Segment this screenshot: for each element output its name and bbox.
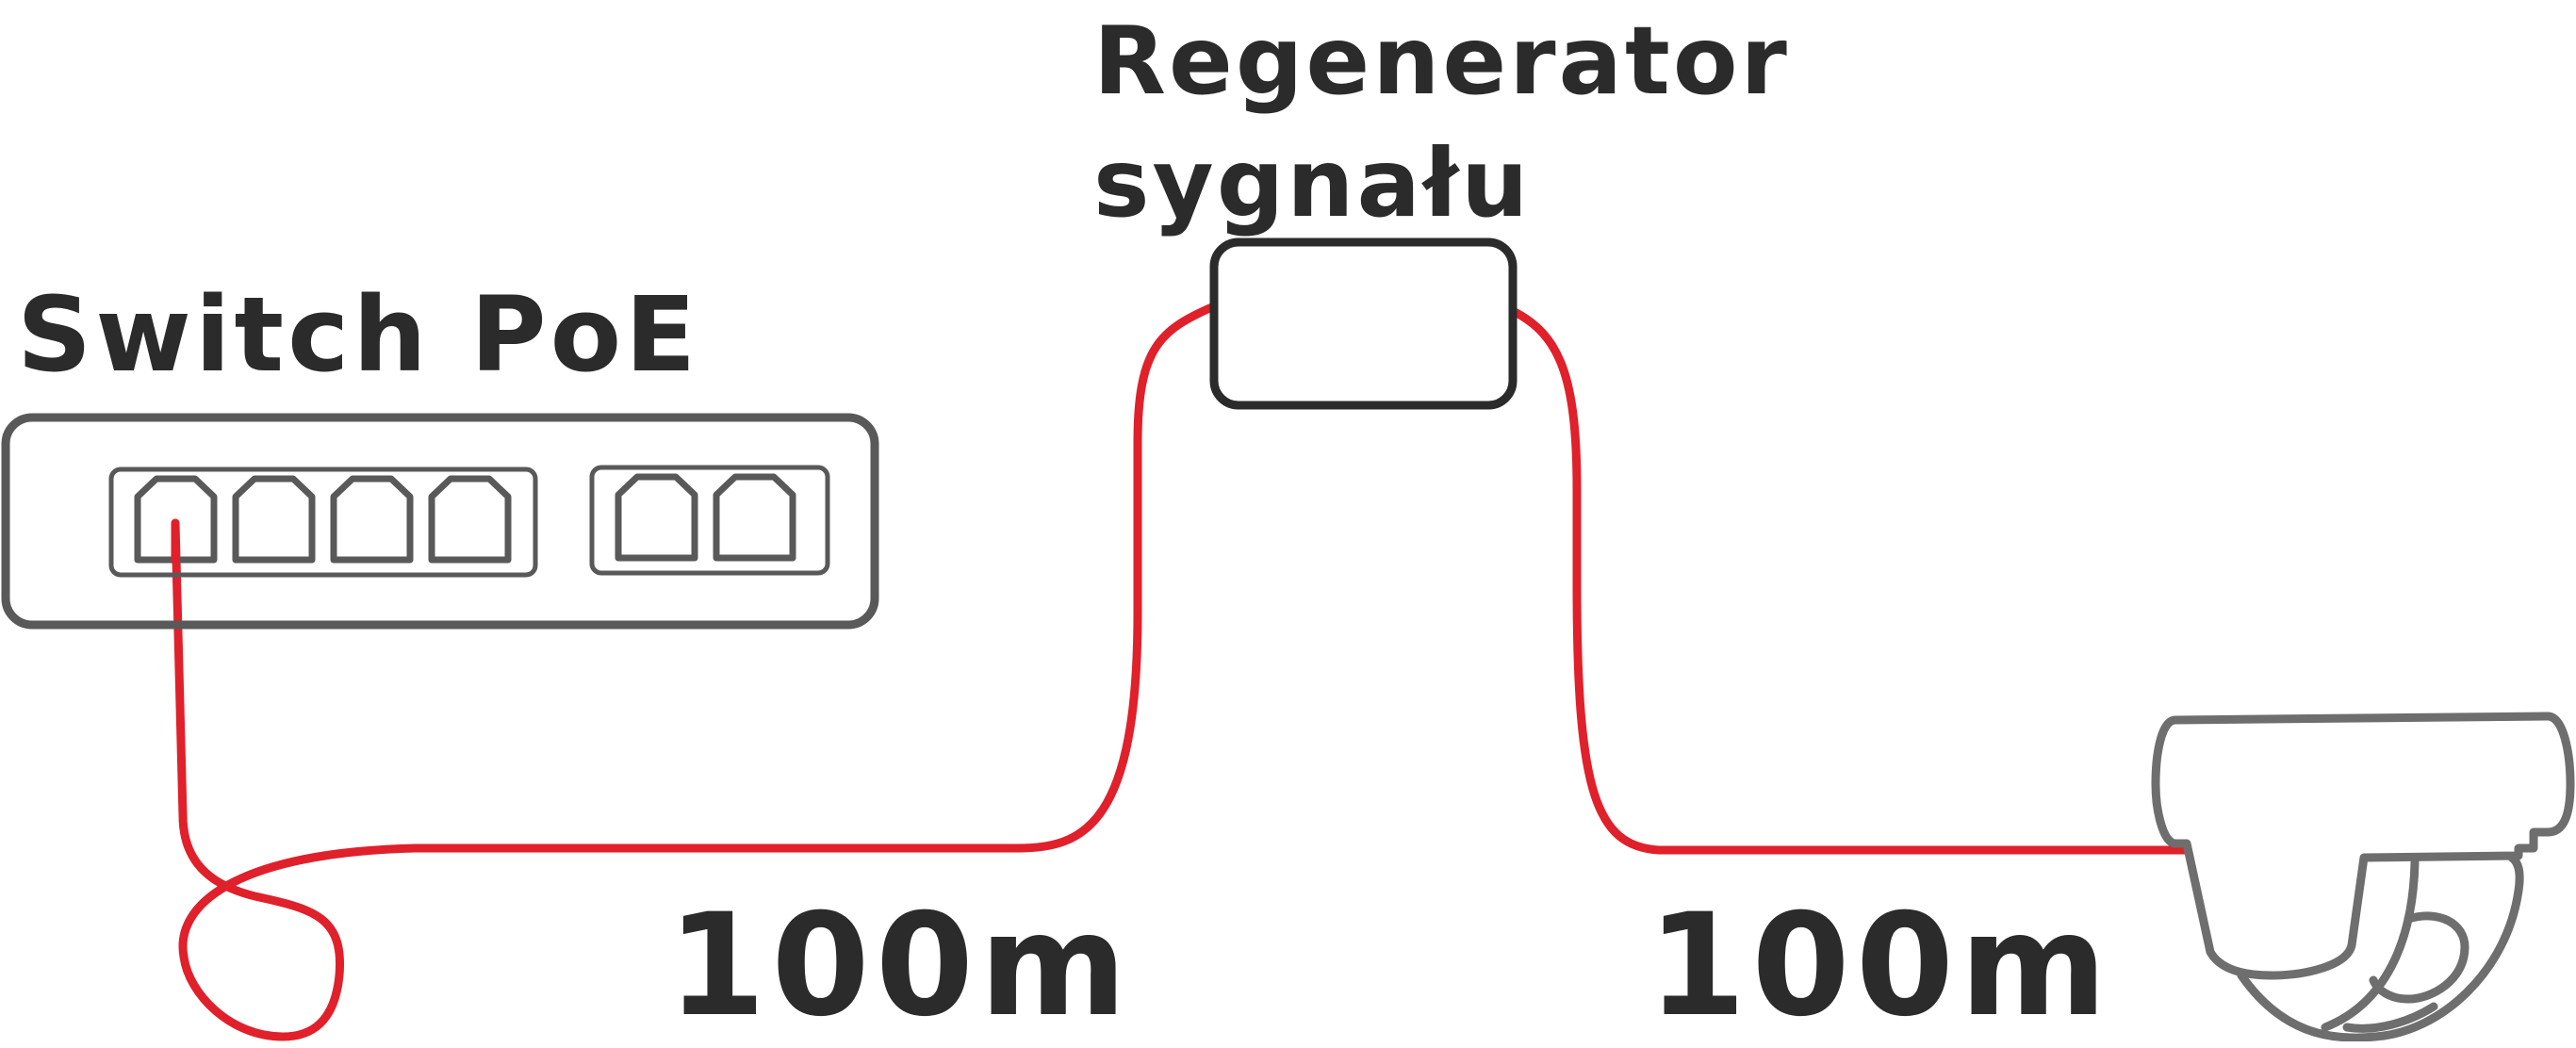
cable-switch-to-regenerator	[171, 302, 1219, 1041]
switch-body	[1, 413, 879, 630]
switch-port-3	[330, 475, 414, 564]
camera-mount-plate	[2151, 712, 2575, 980]
camera-lens	[2369, 911, 2469, 1004]
network-switch-icon	[1, 413, 879, 630]
switch-label: Switch PoE	[17, 274, 700, 395]
signal-regenerator-icon	[1209, 237, 1518, 410]
camera-lens-inner	[2342, 1002, 2438, 1033]
camera-lens-arm	[2321, 858, 2420, 1032]
regenerator-label: Regenerator sygnału	[1093, 0, 1790, 245]
distance-label-left: 100m	[667, 884, 1133, 1048]
switch-port-group-right	[589, 465, 830, 576]
switch-port-1	[134, 475, 218, 564]
switch-port-4	[428, 475, 512, 564]
camera-dome	[2237, 853, 2524, 1041]
distance-label-right: 100m	[1648, 884, 2113, 1048]
switch-port-5	[615, 473, 698, 562]
regenerator-label-line2: sygnału	[1093, 128, 1532, 238]
switch-port-2	[232, 475, 316, 564]
regenerator-label-line1: Regenerator	[1093, 6, 1790, 116]
switch-port-6	[713, 473, 796, 562]
switch-port-group-left	[108, 467, 538, 578]
cable-regenerator-to-camera	[1508, 306, 2191, 855]
dome-camera-icon	[2151, 712, 2575, 1041]
